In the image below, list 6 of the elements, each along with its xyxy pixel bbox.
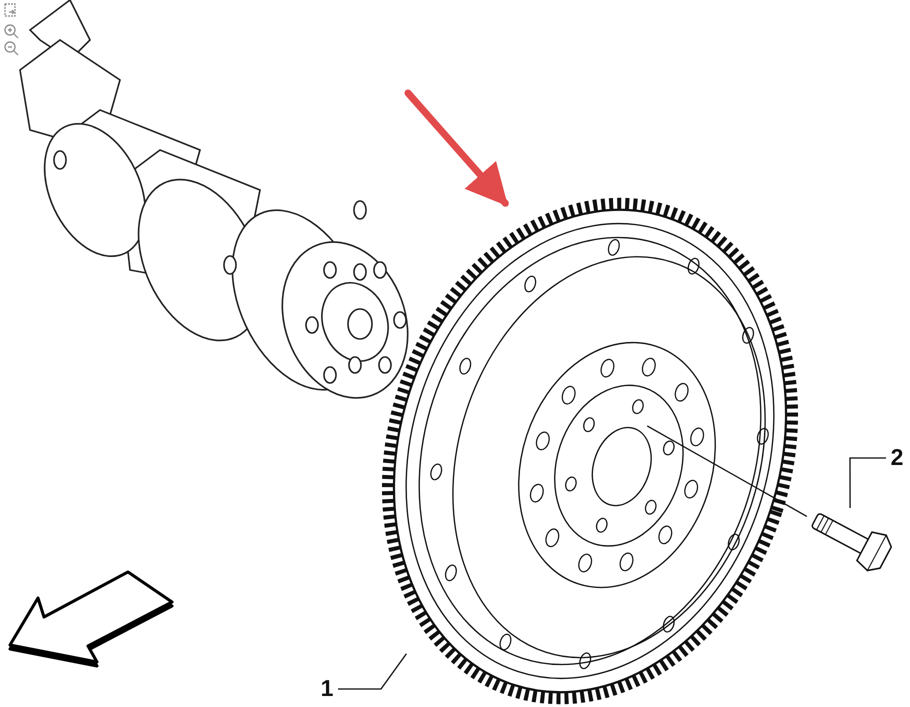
leader-line <box>646 425 808 517</box>
leader-line <box>338 653 407 690</box>
leader-line <box>849 457 886 508</box>
callout-number: 1 <box>316 676 338 702</box>
callout-number: 2 <box>886 445 908 471</box>
pointer-arrow <box>404 90 509 207</box>
